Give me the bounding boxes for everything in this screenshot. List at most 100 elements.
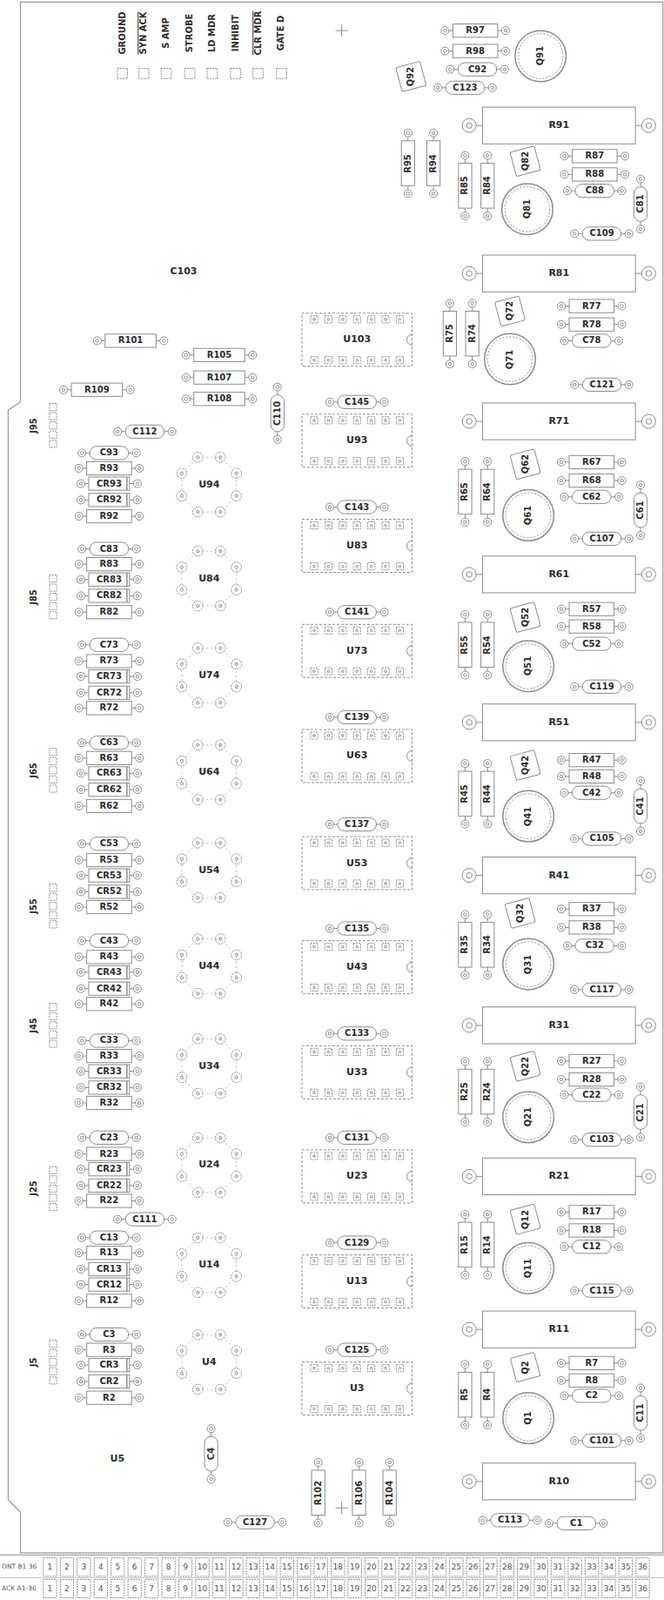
edge-finger: [145, 1578, 159, 1597]
lead: [128, 1236, 134, 1238]
ic-pin: [339, 1297, 347, 1305]
ic-pin: [353, 1088, 361, 1096]
transistor-label: Q42: [520, 755, 531, 775]
pin-hole: [355, 1091, 359, 1094]
pad-hole: [572, 837, 577, 841]
lead: [640, 1391, 642, 1396]
pin-hole: [342, 734, 345, 738]
diode-body: [88, 868, 130, 882]
pad-hole: [563, 154, 567, 159]
lead: [100, 340, 106, 342]
resistor-label: R57: [582, 603, 602, 615]
pin-hole: [355, 1259, 359, 1262]
solder-pad: [483, 1210, 492, 1219]
resistor-label: R52: [100, 901, 120, 913]
pad-hole: [485, 1273, 490, 1277]
pin-hole: [398, 358, 402, 362]
pad-hole: [137, 1348, 141, 1352]
ic-pin: [310, 522, 318, 530]
lead: [565, 908, 571, 910]
lead: [565, 1079, 571, 1080]
ic-pin: [368, 667, 376, 675]
ic-pin: [395, 838, 403, 846]
pad-hole: [128, 388, 133, 392]
solder-pad: [615, 1090, 624, 1099]
lead: [389, 1514, 390, 1519]
pad-hole: [77, 1199, 81, 1203]
edge-finger: [330, 1578, 344, 1597]
ic-pin: [339, 772, 347, 780]
lead: [487, 1065, 489, 1070]
capacitor-label: C2: [585, 1390, 598, 1402]
pad-hole: [645, 122, 651, 128]
solder-pad: [560, 788, 569, 797]
pad-hole: [135, 1282, 140, 1287]
pin-number: 28: [502, 1583, 512, 1593]
ic-pin: [339, 1257, 347, 1265]
solder-pad: [483, 670, 492, 679]
pad-hole: [503, 28, 508, 33]
pin-hole: [384, 1091, 388, 1094]
ic-pin: [353, 416, 361, 424]
resistor-body: [569, 1223, 615, 1237]
solder-pad: [76, 1165, 85, 1174]
pin-hole: [369, 841, 373, 845]
pad-hole: [623, 173, 627, 177]
pad-hole: [316, 1460, 321, 1464]
pad-hole: [448, 301, 452, 306]
ic-pin: [382, 562, 390, 570]
small-transistor-case: [509, 1050, 541, 1081]
solder-pad: [624, 682, 633, 691]
diode-body: [88, 685, 130, 699]
resistor-label: R58: [582, 621, 602, 632]
pad-hole: [79, 498, 83, 503]
lead: [464, 1416, 466, 1422]
transistor-case: [503, 790, 555, 842]
capacitor-body: [633, 1395, 647, 1430]
resistor-label: R43: [100, 952, 120, 963]
pad-hole: [463, 673, 468, 678]
solder-pad: [355, 1518, 363, 1527]
pin-hole: [355, 841, 359, 845]
dip-ic-outline: [301, 729, 413, 783]
connector-label: J95: [28, 417, 40, 434]
lead: [614, 1211, 619, 1213]
pin-number: 2: [64, 1583, 70, 1593]
pad-hole: [80, 1332, 84, 1336]
pad-hole: [135, 577, 140, 582]
solder-pad: [445, 360, 454, 369]
can-ic-label: U44: [198, 960, 220, 973]
pin1-notch: [407, 435, 413, 446]
diode-label: CR92: [96, 495, 122, 506]
capacitor-label: C133: [344, 1028, 369, 1040]
pin-hole: [369, 629, 373, 632]
lead: [82, 516, 88, 517]
connector-pin: [49, 611, 57, 619]
lead: [276, 390, 278, 396]
ic-pin: [395, 1297, 403, 1305]
solder-pad: [617, 1375, 626, 1384]
solder-pad: [74, 1248, 83, 1257]
lead: [82, 563, 88, 565]
solder-pad: [78, 640, 87, 649]
solder-pad: [557, 1226, 566, 1235]
ic-pin: [353, 1404, 361, 1412]
lead: [84, 1364, 89, 1366]
connector-pin: [49, 430, 57, 438]
lead: [621, 988, 626, 990]
diode-body: [88, 589, 130, 603]
solder-pad: [624, 534, 633, 543]
solder-pad: [462, 868, 477, 883]
pin-hole: [313, 1259, 316, 1262]
pin-hole: [384, 775, 388, 779]
pad-hole: [617, 339, 621, 343]
signal-name: GROUND: [117, 11, 128, 54]
diode-band: [126, 685, 128, 699]
pad-hole: [137, 1395, 141, 1400]
pad-hole: [485, 822, 490, 826]
solder-pad: [617, 187, 626, 195]
pad-hole: [443, 49, 448, 54]
edge-finger: [263, 1557, 277, 1577]
transistor-label: Q22: [520, 1056, 531, 1076]
pin-number: 25: [451, 1562, 462, 1571]
